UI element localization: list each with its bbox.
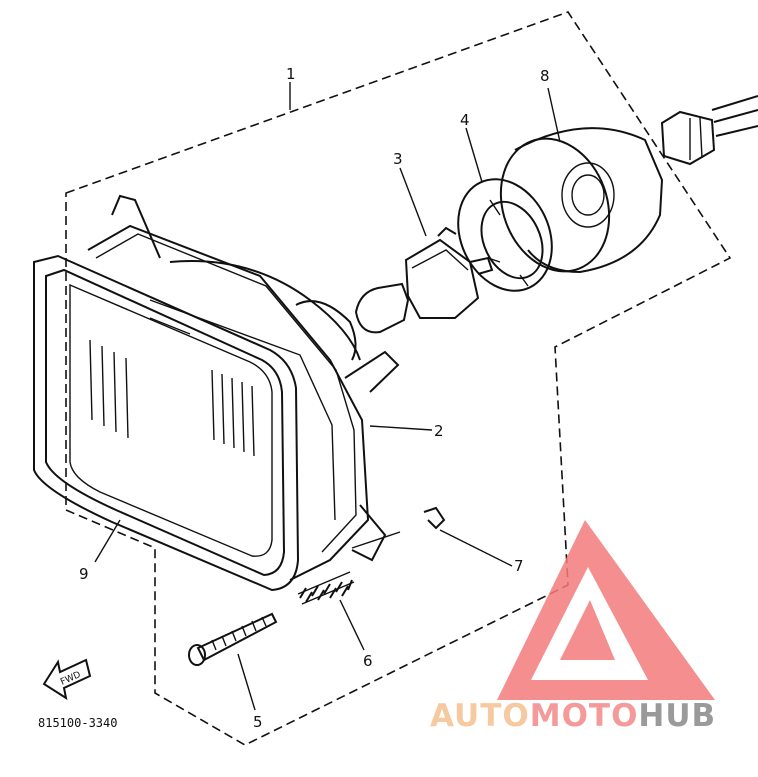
halogen-bulb <box>354 226 494 334</box>
callout-7: 7 <box>514 557 524 575</box>
headlight-rim <box>33 254 300 592</box>
callout-8: 8 <box>540 67 550 85</box>
forward-arrow-icon: FWD <box>42 658 92 701</box>
watermark-moto: MOTO <box>530 698 639 734</box>
assembly-boundary <box>65 11 732 746</box>
socket-cover <box>499 127 664 274</box>
wire-connector <box>660 95 758 166</box>
spring <box>297 571 355 605</box>
callout-4: 4 <box>460 111 470 129</box>
callout-3: 3 <box>393 150 403 168</box>
callout-5: 5 <box>253 713 263 731</box>
diagram-code: 815100-3340 <box>38 716 117 730</box>
watermark-hub: HUB <box>638 698 716 734</box>
callout-1: 1 <box>286 65 296 83</box>
callout-9: 9 <box>79 565 89 583</box>
headlight-unit <box>87 194 400 581</box>
watermark-auto: AUTO <box>430 698 530 734</box>
adjusting-screw <box>188 612 278 666</box>
clip <box>423 506 446 530</box>
bulb-retaining-ring <box>457 178 553 292</box>
callout-6: 6 <box>363 652 373 670</box>
leader-lines <box>94 82 561 711</box>
watermark-logo <box>497 520 715 700</box>
callout-2: 2 <box>434 422 444 440</box>
watermark-text: AUTOMOTOHUB <box>430 698 716 734</box>
